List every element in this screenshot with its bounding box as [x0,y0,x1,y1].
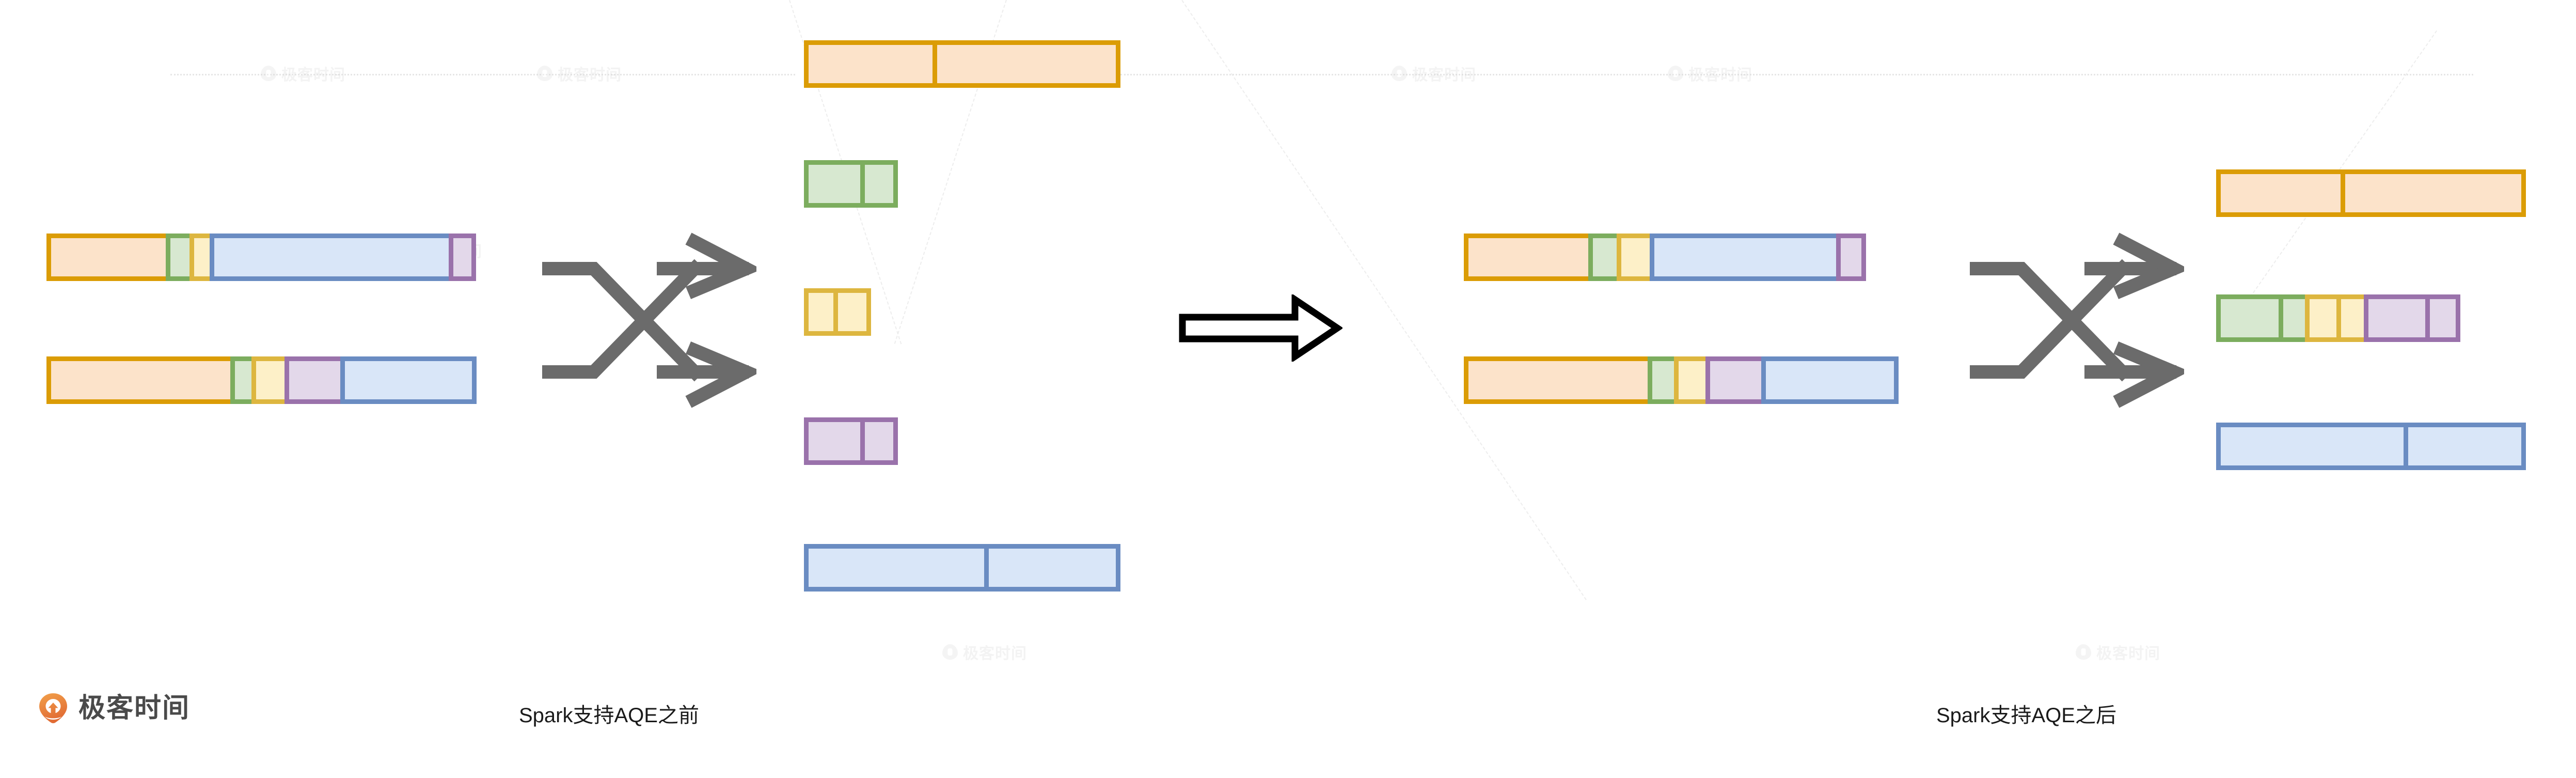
shuffle-icon [542,232,762,408]
right-arrow-outline-icon [1179,293,1344,363]
output-cell-purple-2 [860,417,898,465]
partition-segment-yellow [1617,234,1654,281]
partition-segment-blue [1650,234,1841,281]
partition-segment-purple [285,356,345,404]
guide-dotted-line-top [170,74,795,75]
before-output-blue [804,544,1120,592]
before-output-purple [804,417,898,465]
shuffle-icon-right [1967,232,2190,408]
after-output-coalesced [2216,294,2474,342]
partition-segment-blue [1761,356,1899,404]
watermark: 极客时间 [1392,62,1476,85]
partition-segment-purple [449,234,476,281]
watermark-pin-icon [1668,66,1683,81]
after-output-blue [2216,423,2526,470]
shuffle-icon-left [540,232,762,408]
watermark-pin-icon [537,66,552,81]
watermark: 极客时间 [1668,62,1752,85]
watermark: 极客时间 [2076,641,2160,663]
shuffle-icon [1970,232,2190,408]
output-cell-green-2 [860,160,898,208]
output-cell-blue-2 [2404,423,2526,470]
partition-segment-orange [46,234,170,281]
watermark-text: 极客时间 [963,645,1027,662]
output-cell-orange-1 [804,40,937,88]
output-cell-orange-2 [933,40,1120,88]
before-output-yellow [804,288,871,336]
watermark-text: 极客时间 [558,67,622,84]
transition-arrow [1177,293,1344,363]
pin-icon [39,693,67,723]
output-cell-purple-1 [2364,294,2430,342]
partition-segment-purple [1836,234,1866,281]
partition-segment-orange [1464,234,1593,281]
watermark-pin-icon [1392,66,1407,81]
partition-segment-blue [340,356,477,404]
partition-segment-orange [46,356,235,404]
before-input-partition-2 [46,356,491,404]
output-cell-orange-1 [2216,169,2345,217]
after-output-orange [2216,169,2526,217]
partition-segment-blue [210,234,453,281]
watermark: 极客时间 [942,641,1027,663]
output-cell-purple-2 [2425,294,2460,342]
output-cell-blue-1 [804,544,989,592]
output-cell-green-1 [2216,294,2283,342]
brand-name: 极客时间 [78,693,191,723]
caption-after-aqe: Spark支持AQE之后 [1936,704,2116,727]
watermark-text: 极客时间 [1688,67,1752,84]
brand-logo: 极客时间 [37,692,190,724]
output-cell-yellow-1 [2305,294,2341,342]
watermark-pin-icon [261,66,276,81]
output-cell-purple-1 [804,417,865,465]
output-cell-blue-1 [2216,423,2408,470]
output-cell-blue-2 [984,544,1120,592]
partition-segment-purple [1705,356,1766,404]
partition-segment-yellow [251,356,289,404]
partition-segment-orange [1464,356,1652,404]
before-output-orange [804,40,1120,88]
watermark-text: 极客时间 [1412,67,1476,84]
watermark-text: 极客时间 [2096,645,2160,662]
before-output-green [804,160,898,208]
output-cell-orange-2 [2341,169,2526,217]
watermark: 极客时间 [537,62,622,85]
watermark-pin-icon [942,644,958,660]
geektime-pin-logo-icon [37,692,69,724]
after-input-partition-2 [1464,356,1908,404]
output-cell-green-1 [804,160,865,208]
watermark-text: 极客时间 [281,67,345,84]
guide-dotted-line-top-2 [1120,74,2473,75]
partition-segment-yellow [1674,356,1710,404]
caption-before-aqe: Spark支持AQE之前 [519,704,699,727]
watermark: 极客时间 [261,62,345,85]
watermark-pin-icon [2076,644,2091,660]
after-input-partition-1 [1464,234,1908,281]
output-cell-yellow-2 [833,288,871,336]
before-input-partition-1 [46,234,485,281]
